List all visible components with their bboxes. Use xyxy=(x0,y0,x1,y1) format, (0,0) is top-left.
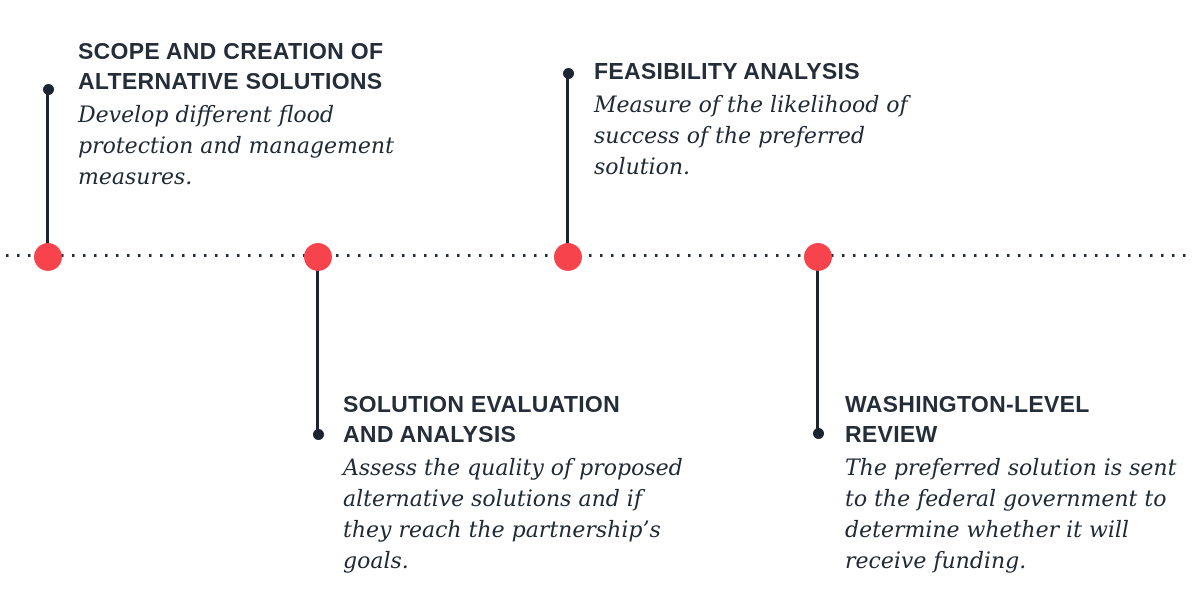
milestone-end-dot xyxy=(813,428,824,439)
milestone-description: Measure of the likelihood of success of … xyxy=(594,93,908,180)
milestone-marker xyxy=(304,243,332,271)
milestone-title: FEASIBILITY ANALYSIS xyxy=(594,58,860,84)
milestone-title: SCOPE AND CREATION OF ALTERNATIVE SOLUTI… xyxy=(78,38,384,94)
milestone-title: WASHINGTON-LEVEL REVIEW xyxy=(845,391,1090,447)
milestone-title: SOLUTION EVALUATION AND ANALYSIS xyxy=(343,391,621,447)
milestone-stem xyxy=(46,89,49,257)
milestone-end-dot xyxy=(563,68,574,79)
milestone-marker xyxy=(34,243,62,271)
milestone-stem xyxy=(316,257,319,434)
milestone-marker xyxy=(804,243,832,271)
timeline-axis xyxy=(6,254,1194,257)
milestone-end-dot xyxy=(43,84,54,95)
milestone-stem xyxy=(566,73,569,257)
milestone-description: Develop different flood protection and m… xyxy=(78,103,394,190)
milestone-description: The preferred solution is sent to the fe… xyxy=(845,456,1177,574)
milestone-end-dot xyxy=(313,429,324,440)
milestone-marker xyxy=(554,243,582,271)
milestone-description: Assess the quality of proposed alternati… xyxy=(343,456,683,574)
milestone-stem xyxy=(816,257,819,433)
